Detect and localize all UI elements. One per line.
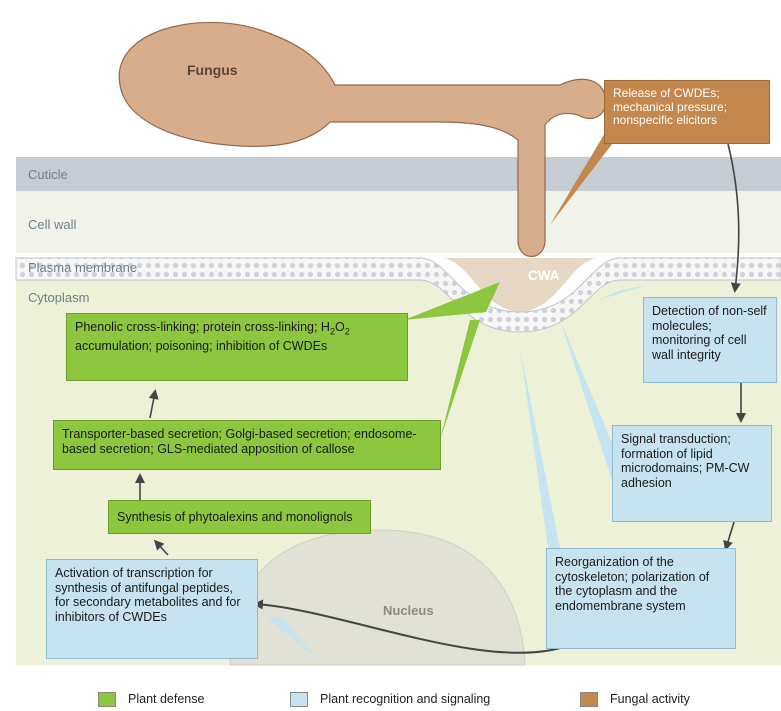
secretion-box: Transporter-based secretion; Golgi-based… <box>53 420 441 470</box>
legend-plant-defense: Plant defense <box>98 690 204 708</box>
cuticle-layer <box>16 157 781 191</box>
legend-swatch-plant-defense <box>98 692 116 707</box>
legend-fungal-activity: Fungal activity <box>580 690 690 708</box>
cwa-label: CWA <box>528 268 560 283</box>
legend-label-recognition: Plant recognition and signaling <box>320 692 490 706</box>
cuticle-label: Cuticle <box>28 167 68 182</box>
fungal-activity-box: Release of CWDEs; mechanical pressure; n… <box>604 80 770 144</box>
phenolic-box: Phenolic cross-linking; protein cross-li… <box>66 313 408 381</box>
detection-box: Detection of non-self molecules; monitor… <box>643 297 777 383</box>
cytoplasm-label: Cytoplasm <box>28 290 89 305</box>
legend-swatch-fungal <box>580 692 598 707</box>
phenolic-text-b: O <box>335 320 345 334</box>
activation-transcription-box: Activation of transcription for synthesi… <box>46 559 258 659</box>
signal-transduction-box: Signal transduction; formation of lipid … <box>612 425 772 522</box>
phenolic-text-c: accumulation; poisoning; inhibition of C… <box>75 339 327 353</box>
reorganization-box: Reorganization of the cytoskeleton; pola… <box>546 548 736 649</box>
legend-label-fungal: Fungal activity <box>610 692 690 706</box>
plasma-membrane-label: Plasma membrane <box>28 260 137 275</box>
cell-wall-label: Cell wall <box>28 217 76 232</box>
nucleus-label: Nucleus <box>383 603 434 618</box>
phenolic-text-a: Phenolic cross-linking; protein cross-li… <box>75 320 330 334</box>
legend-swatch-recognition <box>290 692 308 707</box>
legend-recognition: Plant recognition and signaling <box>290 690 490 708</box>
legend-label-plant-defense: Plant defense <box>128 692 204 706</box>
cell-wall-layer <box>16 191 781 253</box>
o2-subscript: 2 <box>345 327 350 337</box>
fungus-label: Fungus <box>187 62 238 78</box>
synthesis-box: Synthesis of phytoalexins and monolignol… <box>108 500 371 534</box>
